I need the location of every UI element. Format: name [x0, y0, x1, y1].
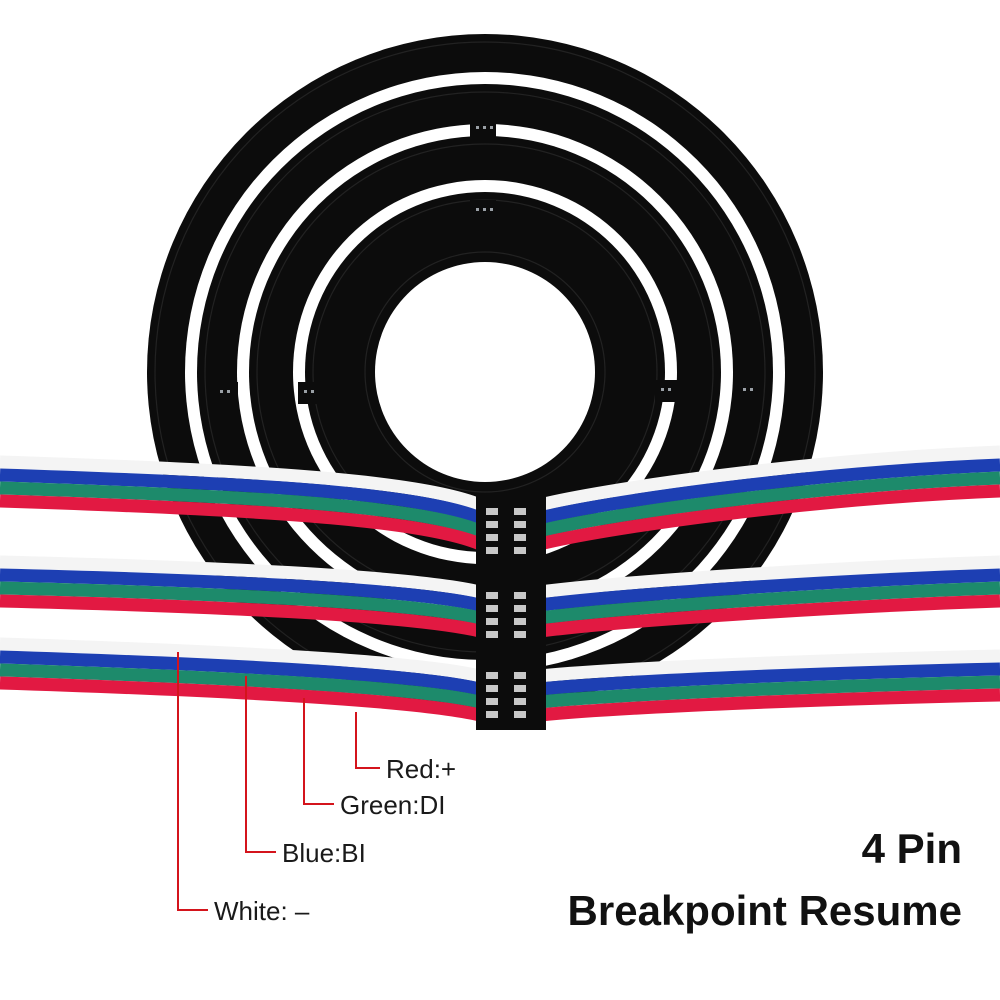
blue-wire-label: Blue:BI	[282, 838, 366, 868]
cable-middle	[0, 555, 1000, 638]
cable-top	[0, 445, 1000, 551]
leader-lines	[177, 652, 380, 911]
title-feature: Breakpoint Resume	[567, 887, 962, 934]
title-pin-count: 4 Pin	[861, 825, 962, 872]
cable-bottom	[0, 637, 1000, 722]
red-wire-label: Red:+	[386, 754, 457, 784]
white-wire-label: White: –	[214, 896, 310, 926]
green-wire-label: Green:DI	[340, 790, 446, 820]
breakpoint-pads	[476, 496, 546, 730]
